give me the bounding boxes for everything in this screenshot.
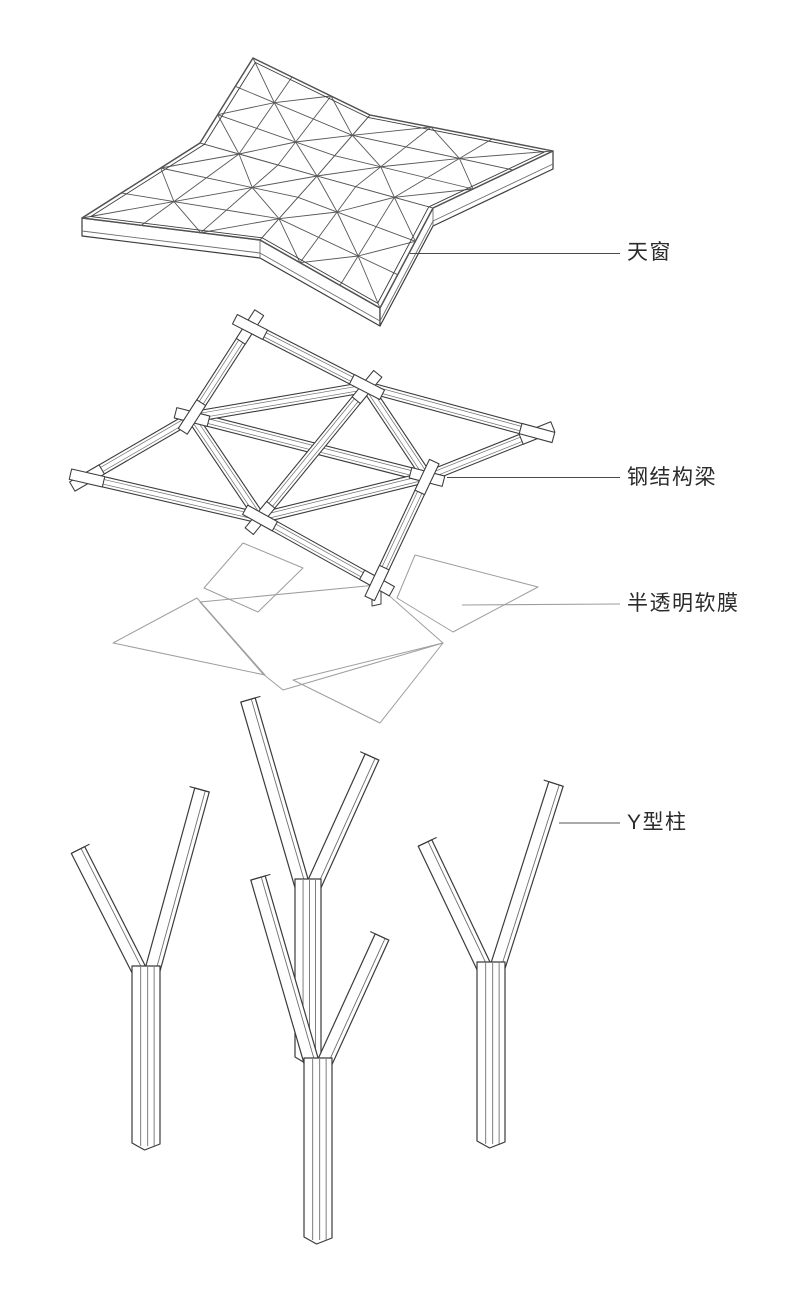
y-column-right — [417, 779, 564, 1149]
label-y-column: Y型柱 — [627, 811, 688, 834]
membrane-panels — [112, 542, 539, 724]
y-columns — [70, 695, 564, 1245]
skylight-panel — [81, 57, 554, 327]
y-column-left — [70, 786, 210, 1151]
label-steel-beam: 钢结构梁 — [627, 466, 717, 489]
label-membrane: 半透明软膜 — [627, 592, 740, 615]
leader-lines — [410, 252, 621, 824]
steel-beam-grid — [68, 309, 556, 607]
y-column-center-front — [250, 873, 390, 1245]
label-skylight: 天窗 — [627, 241, 672, 264]
